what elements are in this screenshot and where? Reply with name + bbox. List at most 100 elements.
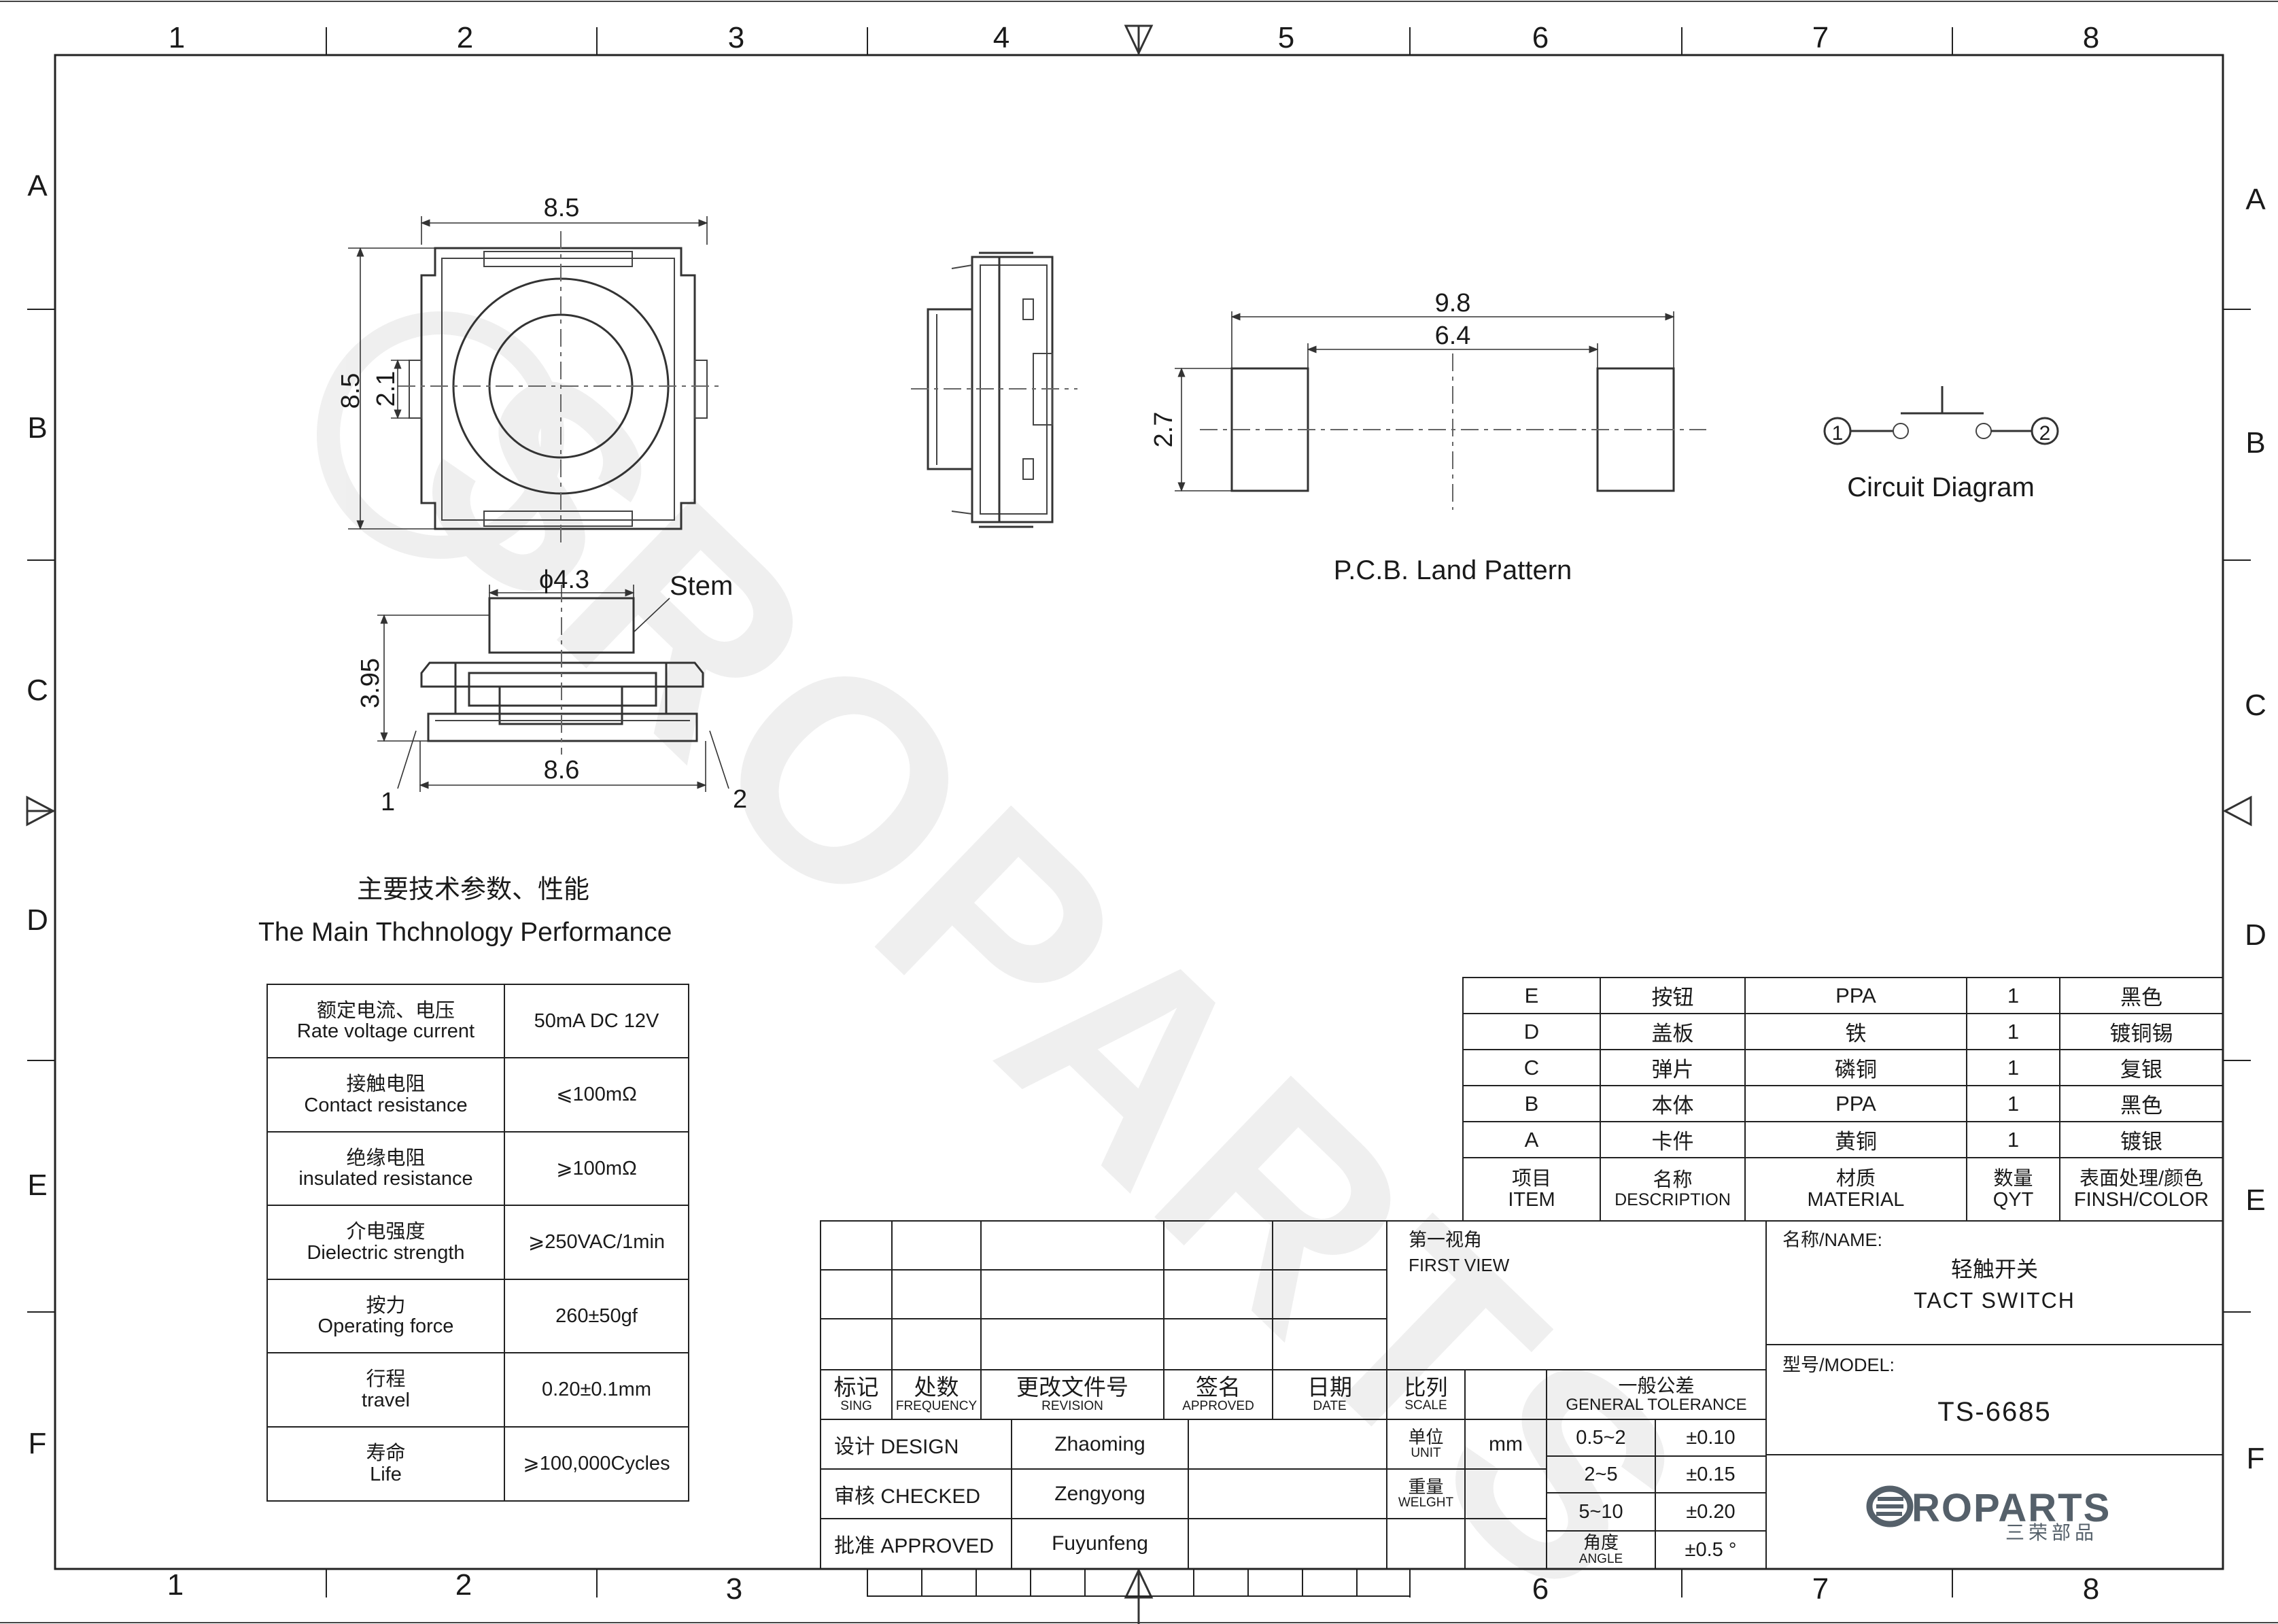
performance-row-5-value: 260±50gf (555, 1305, 638, 1327)
approved-name: Fuyunfeng (1052, 1532, 1148, 1555)
performance-table-grid (266, 984, 689, 1502)
rev-header-approved-cn: 签名 (1196, 1375, 1241, 1400)
performance-row-2-value: ⩽100mΩ (556, 1084, 637, 1106)
rev-header-date-cn: 日期 (1307, 1375, 1352, 1400)
tolerance-value-3: ±0.20 (1686, 1500, 1736, 1523)
bom-header-item-en: ITEM (1508, 1188, 1555, 1211)
title-block-grid (820, 1220, 2224, 1570)
rev-header-sing: 标记 SING (821, 1370, 892, 1419)
pad-inner-dim: 6.4 (1435, 322, 1471, 350)
bom-row-a-finish: 镀银 (2120, 1130, 2162, 1154)
bom-header-item-cn: 项目 (1511, 1168, 1551, 1190)
stem-label: Stem (670, 571, 733, 601)
stem-diameter-dim: ϕ4.3 (539, 566, 589, 594)
bom-row-b-material: PPA (1835, 1091, 1876, 1116)
performance-row-5-en: Operating force (317, 1315, 454, 1337)
tolerance-header: 一般公差 GENERAL TOLERANCE (1547, 1370, 1766, 1419)
performance-row-4-value: ⩾250VAC/1min (528, 1231, 666, 1254)
top-height-dim: 8.5 (336, 373, 365, 409)
performance-title-cn: 主要技术参数、性能 (357, 876, 590, 904)
bom-header-material: 材质 MATERIAL (1745, 1158, 1967, 1221)
performance-row-1-en: Rate voltage current (296, 1020, 475, 1042)
unit-value: mm (1489, 1432, 1523, 1455)
performance-row-1-value: 50mA DC 12V (534, 1009, 659, 1032)
first-view-en: FIRST VIEW (1409, 1255, 1510, 1275)
row-label-d-right: D (2245, 918, 2266, 952)
row-label-a-right: A (2245, 183, 2266, 216)
model-value: TS-6685 (1937, 1396, 2052, 1427)
bom-row-d-item: D (1523, 1019, 1540, 1043)
performance-row-7-en: Life (370, 1463, 402, 1485)
pin-1-label: 1 (381, 788, 395, 816)
scale-label: 比列 SCALE (1387, 1370, 1465, 1419)
bom-header-finish-cn: 表面处理/颜色 (2079, 1168, 2204, 1190)
logo-wordmark: ROPARTS (1912, 1486, 2111, 1530)
performance-row-3-value: ⩾100mΩ (556, 1157, 637, 1179)
design-role: 设计 DESIGN (834, 1435, 959, 1458)
pin-2-label: 2 (733, 785, 747, 814)
performance-row-6-name: 行程 travel (267, 1353, 504, 1427)
rev-header-date-en: DATE (1313, 1398, 1347, 1413)
col-label-1-bottom: 1 (167, 1568, 184, 1602)
row-label-e-right: E (2245, 1184, 2265, 1217)
pad-height-dim: 2.7 (1150, 412, 1178, 448)
performance-row-6-value: 0.20±0.1mm (542, 1379, 651, 1401)
performance-row-1-cn: 额定电流、电压 (316, 999, 455, 1022)
row-label-e: E (27, 1169, 47, 1202)
col-label-3-bottom: 3 (726, 1572, 742, 1606)
bom-header-finish: 表面处理/颜色 FINSH/COLOR (2060, 1158, 2223, 1221)
circuit-title: Circuit Diagram (1847, 472, 2035, 502)
bom-row-b-item: B (1524, 1091, 1539, 1116)
side-view (911, 252, 1077, 528)
first-view-cn: 第一视角 (1409, 1230, 1482, 1250)
rev-header-frequency-en: FREQUENCY (895, 1398, 978, 1413)
row-label-f: F (29, 1427, 47, 1460)
unit-label: 单位 UNIT (1387, 1419, 1465, 1469)
col-label-4: 4 (993, 21, 1009, 54)
checked-name: Zengyong (1054, 1482, 1145, 1505)
bom-row-a-desc: 卡件 (1651, 1130, 1694, 1154)
name-label: 名称/NAME: (1782, 1230, 1883, 1250)
bom-row-e-finish: 黑色 (2120, 986, 2162, 1009)
bom-table-grid (1462, 977, 2224, 1222)
front-view: ϕ4.3 Stem 3.95 8.6 1 2 (356, 566, 747, 816)
scale-label-en: SCALE (1404, 1398, 1447, 1413)
performance-row-4-name: 介电强度 Dielectric strength (267, 1205, 504, 1279)
performance-row-2-name: 接触电阻 Contact resistance (267, 1058, 504, 1132)
rev-header-frequency-cn: 处数 (914, 1375, 959, 1400)
bom-row-d-qty: 1 (2007, 1019, 2020, 1043)
performance-title-en: The Main Thchnology Performance (258, 918, 672, 947)
performance-row-3-cn: 绝缘电阻 (346, 1147, 426, 1169)
col-label-2: 2 (457, 21, 473, 54)
rev-header-date: 日期 DATE (1273, 1370, 1387, 1419)
col-label-3: 3 (728, 21, 744, 54)
performance-row-5-name: 按力 Operating force (267, 1279, 504, 1353)
row-label-c-right: C (2245, 689, 2266, 722)
circuit-terminal-1: 1 (1832, 422, 1844, 445)
col-label-7: 7 (1812, 21, 1829, 54)
bom-row-e-material: PPA (1835, 983, 1876, 1007)
bom-row-c-finish: 复银 (2120, 1058, 2162, 1082)
bom-row-d-desc: 盖板 (1651, 1022, 1694, 1046)
tolerance-header-cn: 一般公差 (1618, 1375, 1695, 1397)
row-label-c: C (27, 674, 48, 707)
row-label-d: D (27, 903, 48, 937)
bom-row-d-finish: 镀铜锡 (2109, 1022, 2173, 1046)
performance-row-4-cn: 介电强度 (346, 1221, 426, 1243)
row-label-f-right: F (2247, 1442, 2265, 1475)
angle-label-cn: 角度 (1583, 1532, 1619, 1553)
bom-header-qty: 数量 QYT (1967, 1158, 2060, 1221)
col-label-6: 6 (1532, 21, 1549, 54)
bom-row-c-desc: 弹片 (1651, 1058, 1694, 1082)
company-logo: ROPARTS 三荣部品 (1866, 1485, 2111, 1543)
pcb-land-pattern: 9.8 6.4 2.7 P.C.B. Land Pattern (1150, 289, 1706, 585)
bom-row-c-qty: 1 (2007, 1055, 2020, 1079)
bom-row-b-qty: 1 (2007, 1091, 2020, 1116)
rev-header-revision: 更改文件号 REVISION (981, 1370, 1164, 1419)
col-label-1: 1 (169, 21, 185, 54)
performance-row-3-en: insulated resistance (298, 1168, 473, 1190)
tolerance-value-1: ±0.10 (1686, 1426, 1736, 1449)
row-label-a: A (27, 169, 48, 203)
col-label-5: 5 (1278, 21, 1294, 54)
